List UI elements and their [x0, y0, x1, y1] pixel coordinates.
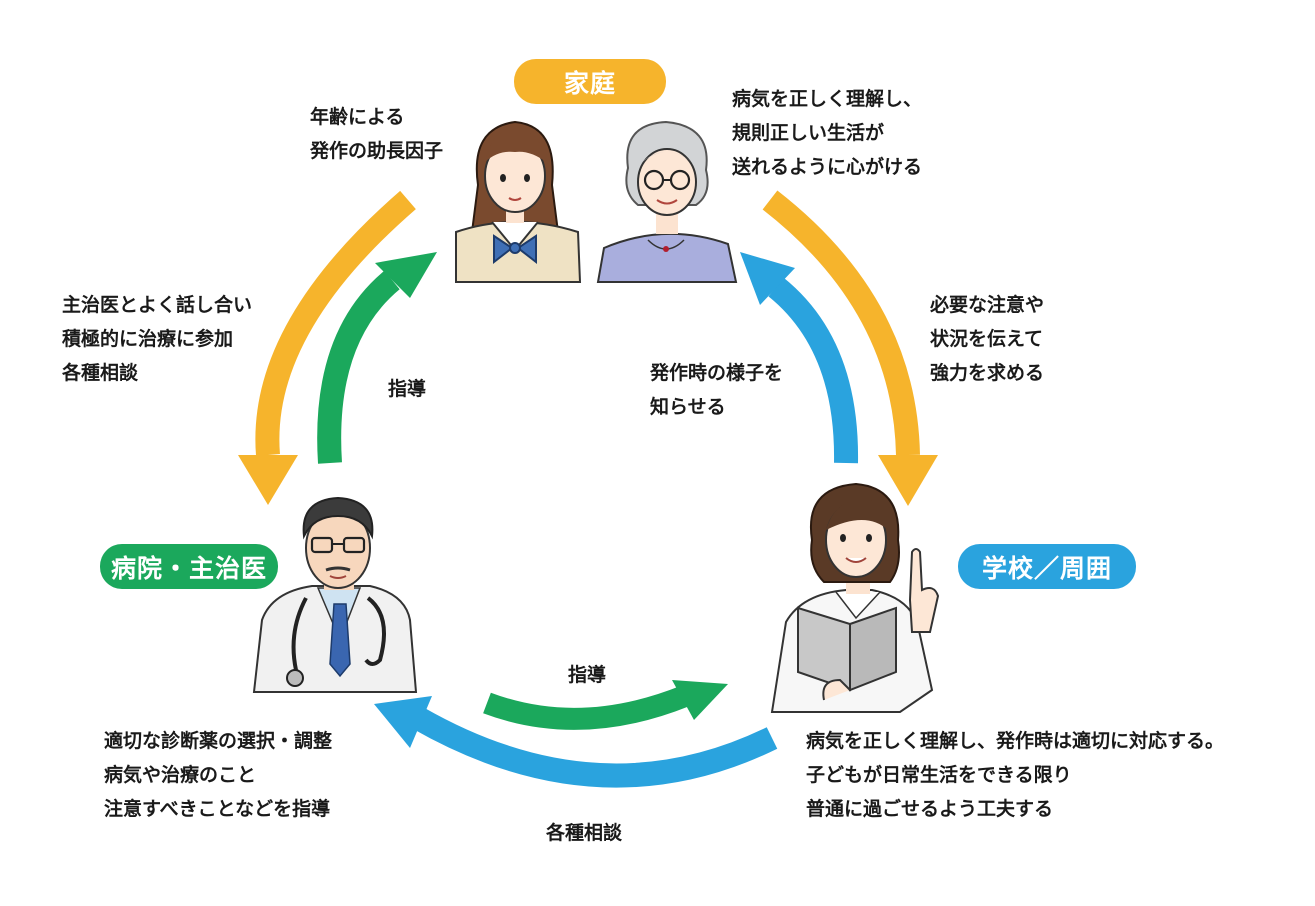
arrow-family-to-hospital [255, 190, 416, 456]
arrow-label-hospital-to-school: 指導 [568, 664, 607, 686]
family-right-note-line: 規則正しい生活が [732, 122, 885, 144]
arrow-hospital-to-school [483, 685, 690, 730]
arrow-family-to-hospital-head [238, 455, 298, 505]
school-node-label: 学校／周囲 [958, 544, 1136, 589]
arrow-hospital-to-school-head [672, 680, 728, 720]
family-left-note: 年齢による 発作の助長因子 [310, 100, 443, 168]
arrow-family-to-school-head [878, 455, 938, 506]
family-right-note: 病気を正しく理解し、 規則正しい生活が 送れるように心がける [732, 82, 922, 184]
seizure-report-note: 発作時の様子を 知らせる [650, 356, 783, 424]
arrow-hospital-to-family-head [375, 252, 437, 298]
arrow-family-to-school [762, 190, 920, 456]
arrow-label-hospital-to-family: 指導 [388, 378, 427, 400]
arrow-hospital-to-family [317, 270, 400, 464]
family-node-label: 家庭 [514, 59, 666, 104]
hospital-bottom-note-line: 病気や治療のこと [104, 764, 257, 786]
family-right-note-line: 病気を正しく理解し、 [732, 88, 923, 110]
arrow-label-school-to-hospital: 各種相談 [546, 822, 623, 844]
school-bottom-note-line: 普通に過ごせるよう工夫する [806, 798, 1054, 820]
teacher-illustration [770, 482, 940, 713]
arrow-school-to-hospital [412, 707, 778, 788]
school-top-note-line: 強力を求める [930, 362, 1045, 384]
student-girl-illustration [455, 120, 582, 283]
hospital-top-note: 主治医とよく話し合い 積極的に治療に参加 各種相談 [62, 288, 252, 390]
seizure-report-note-line: 発作時の様子を [650, 362, 784, 384]
hospital-bottom-note: 適切な診断薬の選択・調整 病気や治療のこと 注意すべきことなどを指導 [104, 724, 332, 826]
arrow-school-to-family [768, 277, 859, 464]
school-top-note-line: 状況を伝えて [930, 328, 1044, 350]
hospital-top-note-line: 積極的に治療に参加 [62, 328, 234, 350]
doctor-illustration [252, 496, 418, 693]
hospital-bottom-note-line: 適切な診断薬の選択・調整 [104, 730, 333, 752]
seizure-report-note-line: 知らせる [650, 396, 726, 418]
grandmother-illustration [596, 120, 738, 283]
school-bottom-note-line: 子どもが日常生活をできる限り [806, 764, 1072, 786]
family-left-note-line: 年齢による [310, 106, 405, 128]
hospital-node-label: 病院・主治医 [100, 544, 278, 589]
hospital-bottom-note-line: 注意すべきことなどを指導 [104, 798, 331, 820]
hospital-top-note-line: 主治医とよく話し合い [62, 294, 253, 316]
school-bottom-note: 病気を正しく理解し、発作時は適切に対応する。 子どもが日常生活をできる限り 普通… [806, 724, 1224, 826]
school-top-note: 必要な注意や 状況を伝えて 強力を求める [930, 288, 1044, 390]
arrow-school-to-family-head [740, 252, 795, 305]
school-bottom-note-line: 病気を正しく理解し、発作時は適切に対応する。 [806, 730, 1225, 752]
family-left-note-line: 発作の助長因子 [310, 140, 444, 162]
family-right-note-line: 送れるように心がける [732, 156, 923, 178]
hospital-top-note-line: 各種相談 [62, 362, 139, 384]
arrow-school-to-hospital-head [374, 696, 432, 748]
school-top-note-line: 必要な注意や [930, 294, 1045, 316]
